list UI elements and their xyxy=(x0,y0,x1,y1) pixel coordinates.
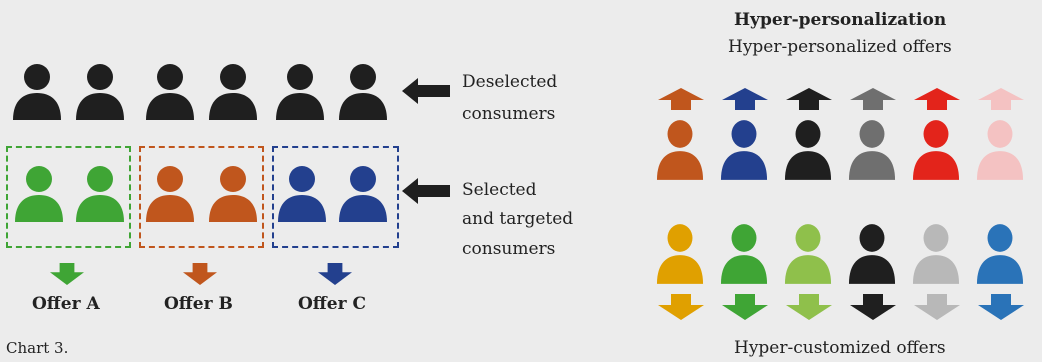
arrow-up-icon xyxy=(658,88,704,110)
selected-label-line1: Selected xyxy=(462,180,537,200)
group-box-b xyxy=(139,146,264,248)
arrow-up-icon xyxy=(914,88,960,110)
arrow-up-icon xyxy=(722,88,768,110)
group-box-c xyxy=(272,146,399,248)
right-subtitle: Hyper-personalized offers xyxy=(728,37,952,57)
arrow-down-icon xyxy=(183,263,217,285)
person-icon xyxy=(912,222,960,286)
person-icon xyxy=(75,62,125,122)
person-icon xyxy=(976,118,1024,182)
person-icon xyxy=(75,164,125,224)
arrow-down-icon xyxy=(786,294,832,320)
arrow-down-icon xyxy=(50,263,84,285)
person-icon xyxy=(720,118,768,182)
offer-a-label: Offer A xyxy=(32,294,100,314)
person-icon xyxy=(656,118,704,182)
person-icon xyxy=(784,118,832,182)
person-icon xyxy=(277,164,327,224)
arrow-up-icon xyxy=(850,88,896,110)
person-icon xyxy=(145,164,195,224)
person-icon xyxy=(208,62,258,122)
person-icon xyxy=(656,222,704,286)
arrow-left-icon xyxy=(402,178,450,204)
person-icon xyxy=(14,164,64,224)
person-icon xyxy=(338,62,388,122)
arrow-down-icon xyxy=(318,263,352,285)
arrow-down-icon xyxy=(978,294,1024,320)
person-icon xyxy=(912,118,960,182)
person-icon xyxy=(275,62,325,122)
arrow-left-icon xyxy=(402,78,450,104)
right-bottom-label: Hyper-customized offers xyxy=(734,338,946,358)
person-icon xyxy=(12,62,62,122)
selected-label-line3: consumers xyxy=(462,239,556,259)
offer-b-label: Offer B xyxy=(164,294,233,314)
chart-caption: Chart 3. xyxy=(6,339,69,357)
person-icon xyxy=(720,222,768,286)
offer-c-label: Offer C xyxy=(298,294,366,314)
person-icon xyxy=(848,118,896,182)
person-icon xyxy=(338,164,388,224)
deselected-label-line2: consumers xyxy=(462,104,556,124)
arrow-down-icon xyxy=(914,294,960,320)
group-box-a xyxy=(6,146,131,248)
arrow-down-icon xyxy=(658,294,704,320)
person-icon xyxy=(784,222,832,286)
arrow-down-icon xyxy=(850,294,896,320)
right-title: Hyper-personalization xyxy=(734,10,947,30)
deselected-label-line1: Deselected xyxy=(462,72,558,92)
person-icon xyxy=(145,62,195,122)
arrow-up-icon xyxy=(978,88,1024,110)
person-icon xyxy=(848,222,896,286)
person-icon xyxy=(208,164,258,224)
person-icon xyxy=(976,222,1024,286)
arrow-down-icon xyxy=(722,294,768,320)
selected-label-line2: and targeted xyxy=(462,209,574,229)
arrow-up-icon xyxy=(786,88,832,110)
